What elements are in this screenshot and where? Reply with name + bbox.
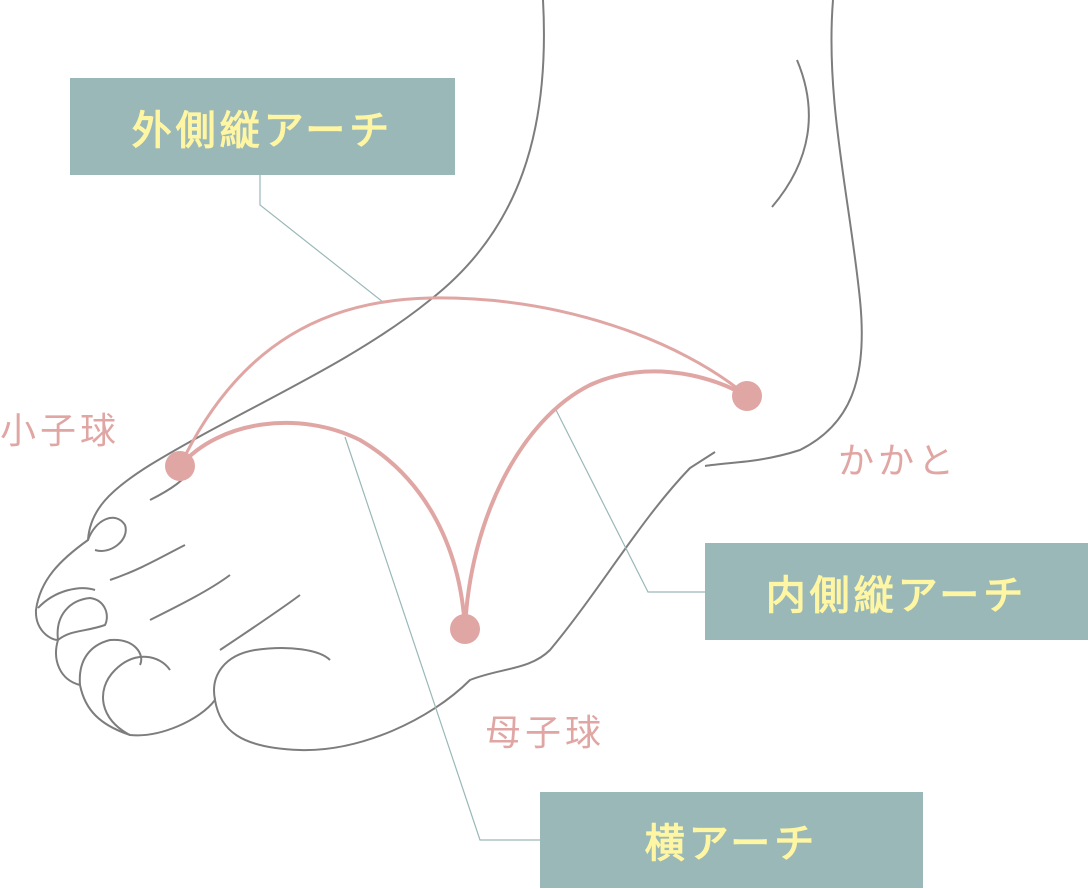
leader-lines — [259, 175, 705, 841]
medial-arch-curve — [463, 369, 748, 630]
medial-arch-label: 内側縦アーチ — [705, 543, 1088, 640]
lateral-arch-label: 外側縦アーチ — [70, 78, 455, 175]
heel-label: かかと — [838, 441, 959, 482]
little-toe-ball-dot — [165, 451, 195, 481]
lateral-arch-curve — [178, 296, 748, 467]
foot-outline — [34, 0, 863, 752]
big-toe-ball-label: 母子球 — [485, 713, 606, 754]
big-toe-ball-dot — [450, 614, 480, 644]
transverse-arch-curve — [178, 420, 467, 630]
little-toe-ball-label: 小子球 — [0, 411, 121, 452]
heel-dot — [732, 381, 762, 411]
transverse-arch-label: 横アーチ — [540, 792, 923, 888]
arch-curves — [178, 296, 748, 630]
